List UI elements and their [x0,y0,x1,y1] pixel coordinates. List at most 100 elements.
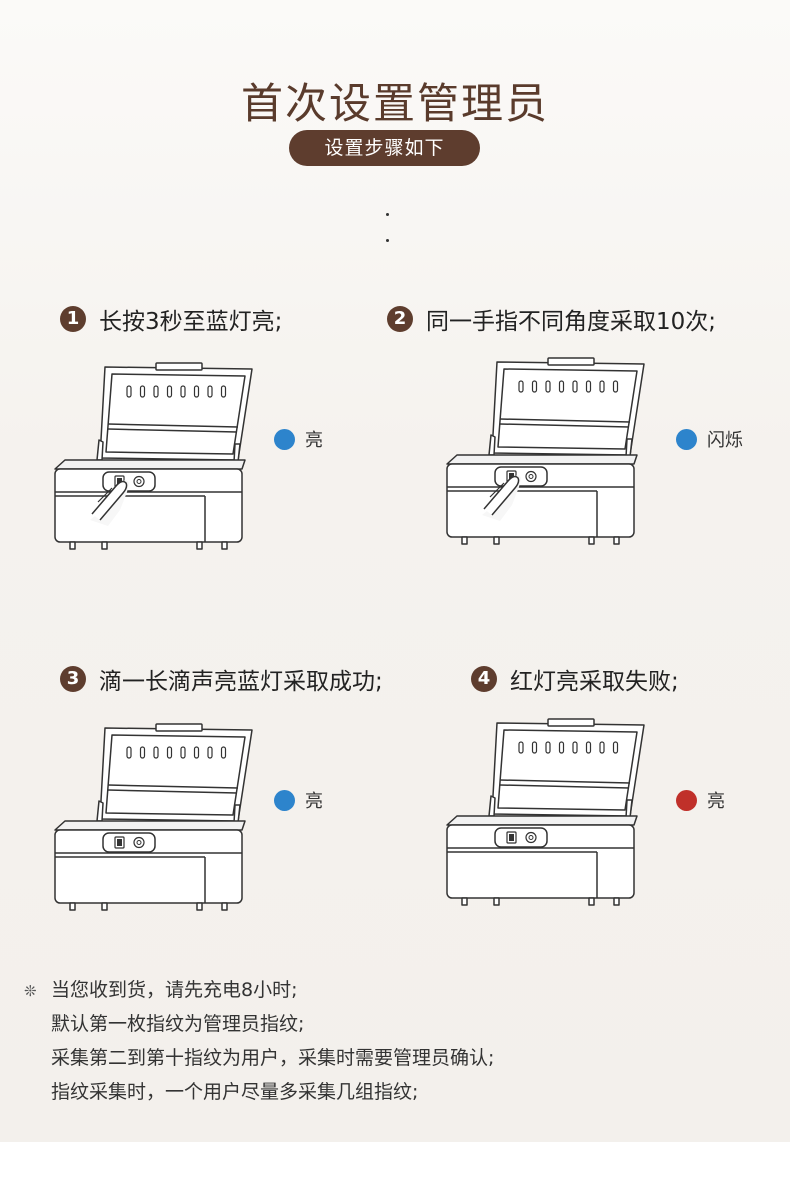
notes-section: ❊ 当您收到货，请先充电8小时; 默认第一枚指纹为管理员指纹; 采集第二到第十指纹… [24,973,494,1109]
fingerprint-sensor-pad [117,839,122,846]
step-1-indicator-label: 亮 [305,430,323,451]
lid-divider [499,418,631,423]
step-2-indicator: 闪烁 [676,426,743,452]
fingerprint-sensor-pad [117,478,122,485]
note-text: 当您收到货，请先充电8小时; [51,979,298,1001]
control-panel [494,827,548,848]
step-1-indicator: 亮 [274,426,323,452]
body-top [54,820,246,831]
safe-foot [613,897,620,906]
safe-foot [613,536,620,545]
blue-led-icon [676,428,697,450]
card-slot [220,385,227,398]
safe-foot [493,536,500,545]
keyhole-icon [133,836,145,849]
keyhole-icon [525,831,537,844]
card-slot [612,380,619,393]
safe-foot [588,536,595,545]
note-line: 采集第二到第十指纹为用户，采集时需要管理员确认; [24,1041,494,1075]
step-3-text: 滴一长滴声亮蓝灯采取成功; [99,669,383,695]
finger-line [97,487,113,503]
lid-divider [107,428,238,433]
safe-foot [221,902,228,911]
safe-foot [588,897,595,906]
step-4-text: 红灯亮采取失败; [510,669,679,695]
card-slot [545,741,551,754]
fingerprint-sensor-pad [509,834,514,841]
safe-foot [69,902,76,911]
step-2-safe-illustration [442,357,652,553]
card-slot [207,746,213,759]
blue-led-icon [274,789,295,811]
lid-divider [499,423,630,428]
card-slot [220,746,227,759]
note-marker-icon: ❊ [24,982,37,1000]
keyhole-icon [525,470,537,483]
lid-divider [107,423,239,428]
card-slot [518,380,524,393]
step-1-safe-illustration [50,362,260,558]
left-hinge [96,800,104,822]
safe-foot [493,897,500,906]
step-4-safe-illustration [442,718,652,914]
card-slot [558,380,565,393]
instruction-page: 首次设置管理员 设置步骤如下 1 长按3秒至蓝灯亮; 亮 2 同一手指不同角度采… [0,0,790,1142]
body-top [446,815,638,826]
step-3-indicator-label: 亮 [305,791,323,812]
body-front [446,824,635,899]
card-slot [166,385,173,398]
step-2-indicator-label: 闪烁 [707,430,743,451]
card-slot [531,380,538,393]
body-top [54,459,246,470]
safe-foot [461,536,468,545]
lid-handle [547,718,595,727]
lid-inner [497,368,638,450]
page-title: 首次设置管理员 [240,79,549,128]
lid-outline [99,366,253,461]
step-3-indicator: 亮 [274,787,323,813]
note-line: 指纹采集时，一个用户尽量多采集几组指纹; [24,1075,494,1109]
step-3-safe-illustration [50,723,260,919]
lid-outline [491,722,645,817]
lid-divider [107,784,239,789]
finger-icon [483,475,520,516]
keyhole-core [528,835,534,840]
lid-handle [155,723,203,732]
keyhole-core [136,840,142,845]
finger-line [489,482,505,498]
lid-divider [499,784,630,789]
blue-led-icon [274,428,295,450]
safe-foot [461,897,468,906]
lid-inner [105,373,246,455]
card-slot [207,385,213,398]
control-panel [494,466,548,487]
lid-divider [499,779,631,784]
safe-foot [196,541,203,550]
lid-divider [107,789,238,794]
card-slot [180,385,186,398]
card-slot [153,385,159,398]
step-1-number: 1 [60,306,86,332]
card-slot [193,385,200,398]
fingerprint-sensor-icon [114,836,125,849]
left-hinge [96,439,104,461]
step-3-number: 3 [60,666,86,692]
safe-foot [69,541,76,550]
card-slot [599,741,605,754]
step-1-text: 长按3秒至蓝灯亮; [99,309,283,335]
card-slot [193,746,200,759]
card-slot [153,746,159,759]
note-line: 默认第一枚指纹为管理员指纹; [24,1007,494,1041]
note-text: 默认第一枚指纹为管理员指纹; [51,1013,305,1035]
card-slot [166,746,173,759]
lid-handle [155,362,203,371]
lid-outline [491,361,645,456]
red-led-icon [676,789,697,811]
step-1-heading: 1 长按3秒至蓝灯亮; [60,302,282,336]
card-slot [599,380,605,393]
safe-foot [196,902,203,911]
card-slot [180,746,186,759]
lid-inner [105,734,246,816]
step-3-heading: 3 滴一长滴声亮蓝灯采取成功; [60,662,383,696]
card-slot [572,380,578,393]
